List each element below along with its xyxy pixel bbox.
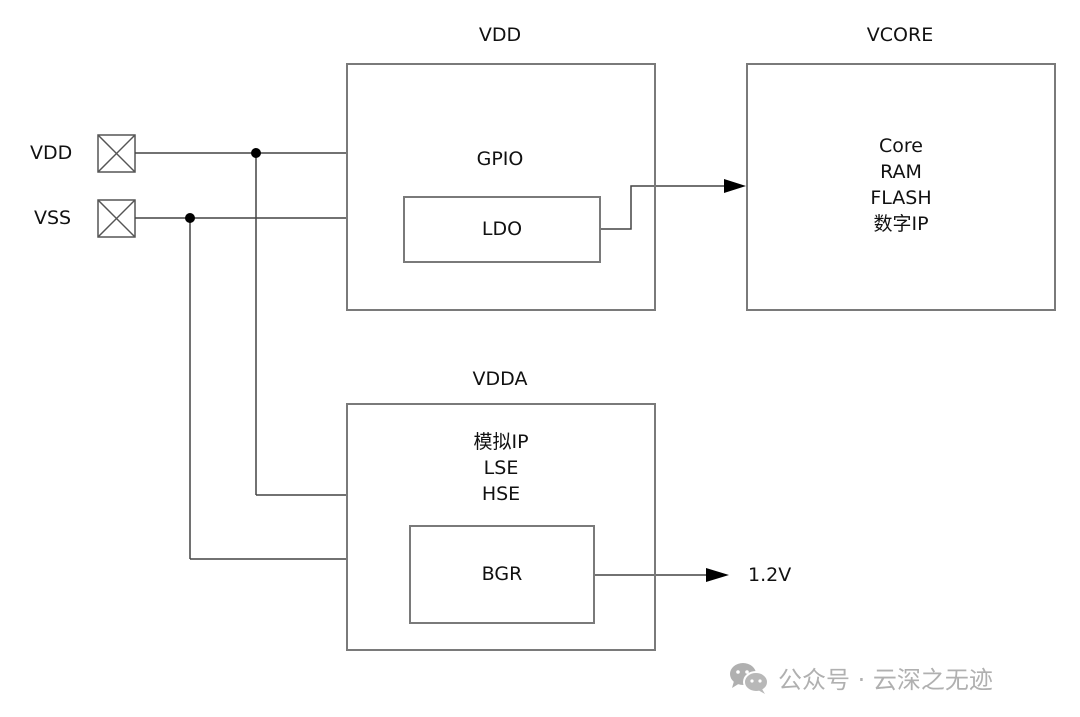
vcore-domain-title: VCORE xyxy=(866,24,934,46)
vdd-junction xyxy=(251,148,261,158)
vdd-domain-box xyxy=(346,63,656,311)
vdd-domain-title: VDD xyxy=(478,24,522,46)
gpio-label: GPIO xyxy=(476,148,524,170)
ldo-output-wire xyxy=(600,185,730,230)
watermark: 公众号 · 云深之无迹 xyxy=(728,660,993,695)
vdda-domain-title: VDDA xyxy=(472,368,528,390)
bgr-box xyxy=(409,525,595,624)
vcore-domain-box xyxy=(746,63,1056,311)
arrow-1v2-icon xyxy=(706,568,729,582)
arrow-to-vcore-icon xyxy=(724,179,746,193)
watermark-text: 公众号 · 云深之无迹 xyxy=(778,666,993,694)
vcore-item: FLASH xyxy=(870,187,932,209)
vcore-item: Core xyxy=(879,135,923,157)
bgr-output-label: 1.2V xyxy=(748,564,792,586)
vdda-item: LSE xyxy=(483,457,519,479)
vss-junction xyxy=(185,213,195,223)
vcore-item: 数字IP xyxy=(873,213,929,235)
wechat-icon xyxy=(730,662,769,694)
vcore-item: RAM xyxy=(880,161,922,183)
ldo-label: LDO xyxy=(481,218,523,240)
vdda-item: HSE xyxy=(481,483,521,505)
pin-label-vdd: VDD xyxy=(30,142,73,164)
vdda-item: 模拟IP xyxy=(473,431,529,453)
ldo-box xyxy=(403,196,601,263)
pad-vss xyxy=(97,199,136,238)
pin-label-vss: VSS xyxy=(34,207,72,229)
vcore-contents: Core RAM FLASH 数字IP xyxy=(746,133,1056,237)
vdda-domain-box xyxy=(346,403,656,651)
pad-vdd xyxy=(97,134,136,173)
bgr-label: BGR xyxy=(481,563,523,585)
vdda-contents: 模拟IP LSE HSE xyxy=(346,429,656,507)
